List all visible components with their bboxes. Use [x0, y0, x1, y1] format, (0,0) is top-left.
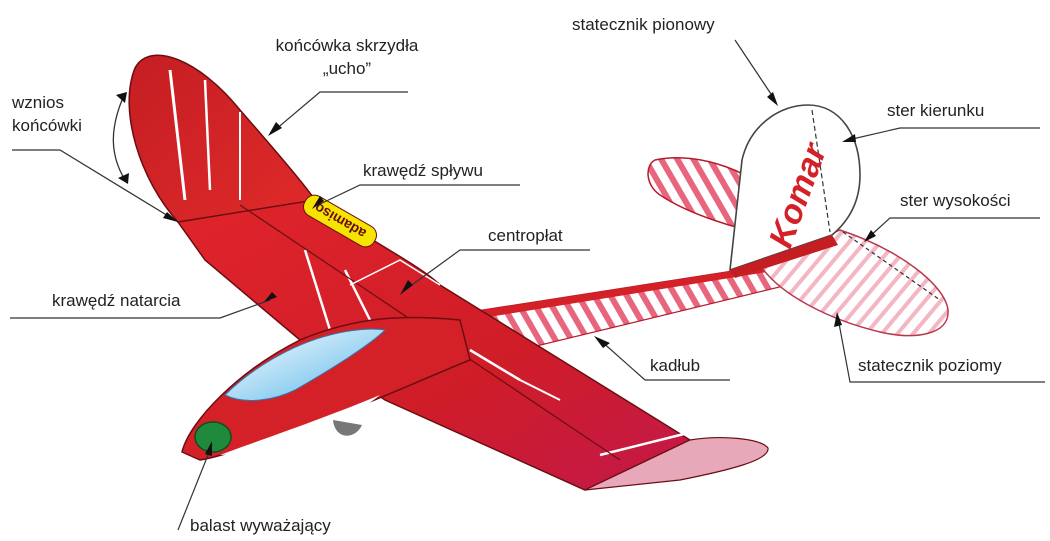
label-rudder: ster kierunku [887, 100, 984, 121]
ballast-weight [195, 422, 231, 452]
label-dihedral-line2: końcówki [12, 115, 82, 136]
label-fuselage: kadłub [650, 355, 700, 376]
label-elevator: ster wysokości [900, 190, 1011, 211]
leader-rudder [848, 128, 1040, 140]
arrowhead [268, 122, 282, 136]
label-trailing-edge: krawędź spływu [363, 160, 483, 181]
dihedral-arrow-bottom [118, 173, 129, 184]
label-vertical-stabilizer: statecznik pionowy [572, 14, 715, 35]
leader-trailing-edge [318, 185, 520, 205]
leader-vertical-stabilizer [735, 40, 775, 100]
leader-elevator [868, 218, 1040, 238]
dihedral-arc [113, 100, 125, 180]
arrowhead [767, 92, 778, 106]
label-horizontal-stabilizer: statecznik poziomy [858, 355, 1002, 376]
label-leading-edge: krawędź natarcia [52, 290, 181, 311]
leader-wing-tip [275, 92, 408, 130]
label-wing-tip-ear: „ucho” [272, 58, 422, 79]
skid [333, 420, 362, 436]
label-dihedral-line1: wznios [12, 92, 64, 113]
wing-tip-ear [129, 55, 315, 222]
label-wing-tip: końcówka skrzydła [272, 35, 422, 56]
label-center-section: centropłat [488, 225, 563, 246]
label-ballast: balast wyważający [190, 515, 331, 536]
